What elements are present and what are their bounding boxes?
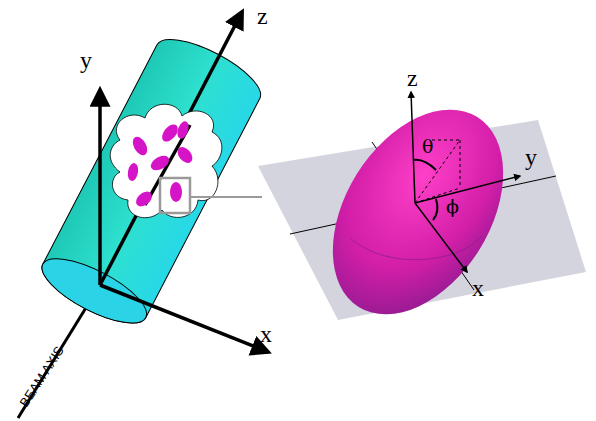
z-axis — [100, 12, 242, 285]
y-axis-local — [415, 176, 520, 203]
axis-label: z — [407, 66, 418, 90]
theta-arc — [413, 160, 436, 170]
axis-label: x — [472, 276, 484, 300]
detector-cylinder — [34, 27, 269, 335]
axis-label: y — [80, 48, 92, 72]
zoom-leader — [190, 196, 262, 198]
axis-name: BEAM AXIS — [17, 344, 66, 409]
x-axis-local — [415, 203, 467, 272]
y-axis — [98, 90, 102, 285]
ellipsoid — [298, 79, 539, 345]
zoom-box — [160, 178, 190, 213]
cutout-window — [110, 104, 222, 217]
z-axis-local — [411, 92, 415, 203]
axis-label: x — [260, 322, 272, 346]
angle-label: θ — [422, 137, 433, 156]
ellipsoid-shading — [350, 236, 482, 260]
axis-label: y — [525, 145, 537, 169]
phi-arc — [433, 199, 437, 220]
axis-label: z — [257, 4, 268, 28]
angle-construction — [415, 140, 460, 203]
angle-label: ϕ — [446, 197, 459, 216]
x-axis — [100, 285, 268, 352]
